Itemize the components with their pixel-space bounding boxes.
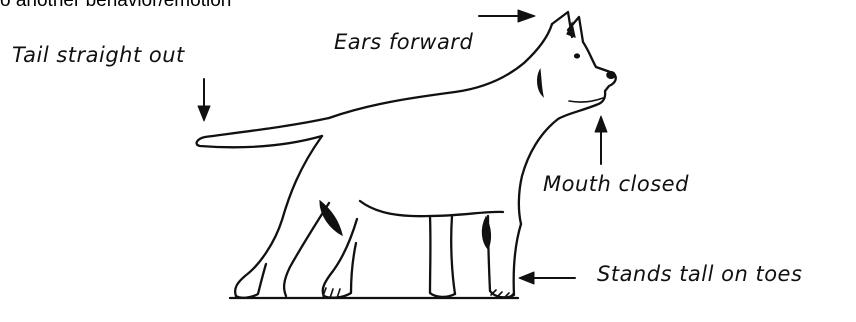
label-mouth-closed: Mouth closed <box>543 172 689 196</box>
dog-ear-inner-shade <box>567 23 575 37</box>
dog-illustration <box>197 12 616 298</box>
dog-cheek-mark <box>538 70 543 96</box>
dog-front-leg-back-inner <box>451 216 455 294</box>
dog-front-leg-near <box>488 216 521 297</box>
arrow-to-tail <box>198 79 210 121</box>
label-stands-tall-on-toes: Stands tall on toes <box>597 262 802 286</box>
dog-mouth-line <box>569 98 603 102</box>
arrow-to-ears <box>479 10 535 22</box>
label-tail-straight-out: Tail straight out <box>12 43 185 67</box>
dog-hind-shade <box>320 201 342 235</box>
dog-nose <box>607 72 615 79</box>
dog-hind-leg-inner <box>284 203 329 296</box>
label-ears-forward: Ears forward <box>334 30 473 54</box>
dog-tail <box>197 118 329 147</box>
arrow-to-mouth <box>595 116 607 164</box>
dog-eye <box>575 54 580 58</box>
arrow-to-toes <box>519 272 575 284</box>
dog-hind-leg-rear <box>235 136 322 296</box>
dog-belly <box>360 201 503 216</box>
dog-throat <box>519 105 596 224</box>
